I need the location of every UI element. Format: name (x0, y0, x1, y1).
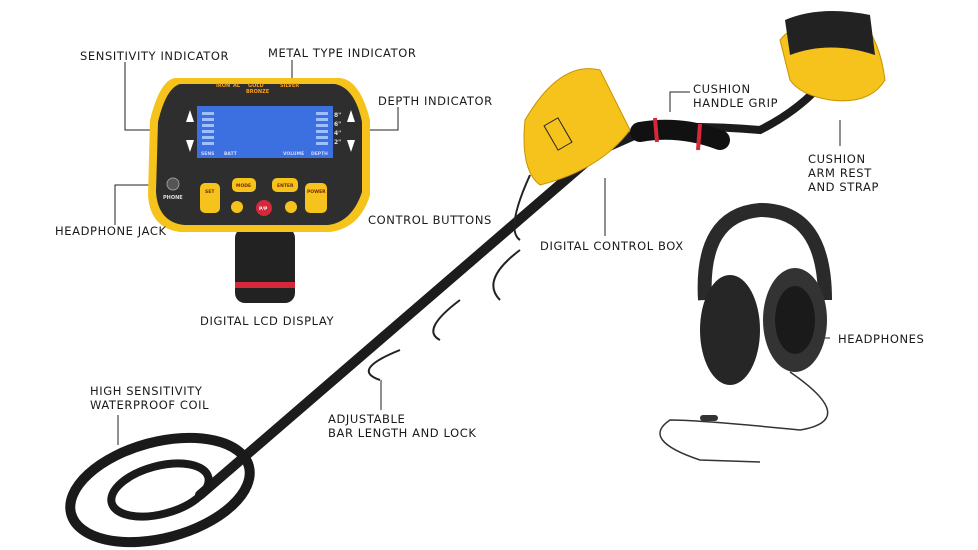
label-line: BAR LENGTH AND LOCK (328, 426, 477, 440)
national-geographic-logo (543, 117, 573, 151)
depth-mark: 2" (334, 139, 341, 146)
label-sensitivity-indicator: SENSITIVITY INDICATOR (80, 49, 230, 63)
lcd-screen (197, 106, 333, 158)
label-line: CUSHION (693, 82, 751, 96)
metal-iron: IRON (216, 83, 230, 89)
depth-mark: 4" (334, 130, 341, 137)
label-line: CUSHION (808, 152, 866, 166)
metal-silver: SILVER (280, 83, 299, 89)
metal-al: AL (233, 83, 241, 89)
metal-bronze: BRONZE (246, 89, 270, 95)
headphone-jack (166, 177, 180, 191)
lcd-volume: VOLUME (283, 151, 304, 157)
label-lcd-display: DIGITAL LCD DISPLAY (200, 314, 335, 328)
phone-label: PHONE (163, 195, 183, 201)
display-panel: IRON AL GOLD BRONZE SILVER SENS BATT VOL… (148, 78, 370, 303)
lcd-batt: BATT (224, 151, 238, 157)
depth-mark: 8" (334, 112, 341, 119)
set-button[interactable]: SET (205, 189, 215, 195)
label-line: ARM REST (808, 166, 872, 180)
search-coil (65, 432, 255, 548)
label-control-buttons: CONTROL BUTTONS (368, 213, 492, 227)
cable (367, 174, 531, 381)
label-line: ADJUSTABLE (328, 412, 406, 426)
control-buttons[interactable]: SET MODE ENTER POWER P/P (200, 178, 327, 216)
label-control-box: DIGITAL CONTROL BOX (540, 239, 684, 253)
control-box (523, 68, 631, 186)
power-button[interactable]: POWER (307, 189, 326, 195)
label-line: HANDLE GRIP (693, 96, 779, 110)
mode-button[interactable]: MODE (236, 183, 251, 189)
depth-mark: 6" (334, 121, 341, 128)
pinpoint-button[interactable]: P/P (259, 206, 268, 212)
enter-button[interactable]: ENTER (277, 183, 294, 189)
arm-rest (779, 11, 886, 102)
label-depth-indicator: DEPTH INDICATOR (378, 94, 493, 108)
handle-grip (630, 119, 730, 150)
headphones-image (659, 202, 832, 463)
label-line: HIGH SENSITIVITY (90, 384, 203, 398)
label-headphones: HEADPHONES (838, 332, 925, 346)
metal-gold: GOLD (248, 83, 264, 89)
label-metal-type-indicator: METAL TYPE INDICATOR (268, 46, 417, 60)
label-headphone-jack: HEADPHONE JACK (55, 224, 167, 238)
label-line: WATERPROOF COIL (90, 398, 210, 412)
lcd-depth: DEPTH (311, 151, 328, 157)
lcd-sens: SENS (201, 151, 214, 157)
label-line: AND STRAP (808, 180, 880, 194)
